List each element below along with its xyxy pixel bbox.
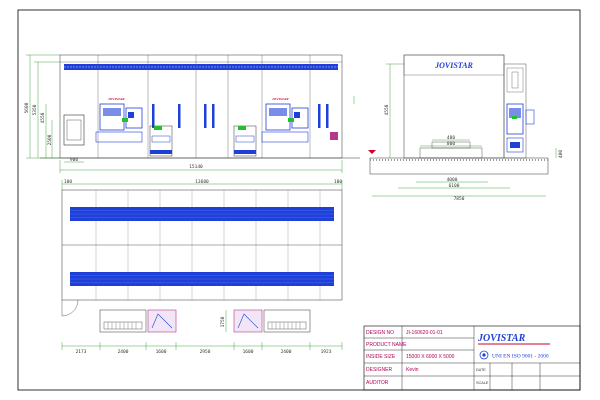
front-dim-door: 900: [70, 157, 78, 163]
side-foundation: [369, 157, 549, 175]
plan-dim-bottom-2: 2400: [118, 349, 129, 355]
plan-equipment: [99, 309, 311, 333]
side-dim-inner-1: 480: [447, 135, 455, 141]
label-auditor: AUDITOR: [366, 380, 389, 386]
front-view: JOVISTAR JOVISTAR 15140 5600 5350 4550 2…: [24, 54, 360, 173]
side-dim-inner-2: 800: [447, 141, 455, 147]
plan-dim-left-offset: 100: [64, 179, 72, 185]
plan-dim-bottom-3: 1600: [156, 349, 167, 355]
side-view: JOVISTAR 4550 480 800 4000 61: [368, 54, 564, 202]
label-design-no: DESIGN NO: [366, 330, 394, 336]
side-dim-height: 4550: [384, 104, 390, 115]
iso-text: UNI EN ISO 9001 - 2000: [492, 354, 549, 360]
front-dim-height-4: 2500: [47, 134, 53, 145]
plan-dim-right-offset: 100: [334, 179, 342, 185]
iso-icon: [479, 350, 489, 360]
plan-dim-bottom-1: 2173: [76, 349, 87, 355]
front-dim-height-3: 4550: [40, 112, 46, 123]
plan-dim-bottom-6: 2400: [281, 349, 292, 355]
label-scale: SCALE: [476, 381, 489, 385]
front-dim-length: 15140: [189, 164, 203, 170]
side-brand-text: JOVISTAR: [434, 61, 473, 70]
front-equipment-right: [233, 103, 338, 157]
plan-dim-bottom-5: 1600: [243, 349, 254, 355]
label-designer: DESIGNER: [366, 367, 393, 373]
side-dim-floor: 4000: [447, 177, 458, 183]
value-inside-size: 15000 X 6000 X 5000: [406, 354, 455, 360]
side-dim-pit: 400: [558, 150, 564, 158]
label-inside-size: INSIDE SIZE: [366, 354, 396, 360]
sheet-border: [17, 9, 581, 391]
front-door: [63, 114, 85, 146]
front-dim-height-2: 5350: [32, 104, 38, 115]
front-brand-text-2: JOVISTAR: [272, 97, 289, 101]
plan-dim-height: 1750: [220, 316, 226, 327]
title-block: DESIGN NO PRODUCT NAME INSIDE SIZE DESIG…: [363, 325, 581, 391]
front-cabin-outline: [59, 54, 343, 159]
plan-view: 13600 100 100 2173 2400 1600 2950 1600 2…: [61, 179, 342, 355]
plan-dim-length: 13600: [195, 179, 209, 185]
plan-door-swing: [61, 299, 79, 317]
label-date: DATE: [476, 368, 486, 372]
value-designer: Kevin: [406, 367, 419, 373]
label-product-name: PRODUCT NAME: [366, 342, 407, 348]
value-design-no: JI-160620-01-01: [406, 330, 443, 336]
plan-dim-bottom-7: 1923: [321, 349, 332, 355]
plan-dim-bottom-4: 2950: [200, 349, 211, 355]
side-dim-overall: 7850: [454, 196, 465, 202]
title-brand-logo: JOVISTAR: [477, 333, 526, 344]
front-equipment-left: [95, 103, 173, 157]
front-brand-text: JOVISTAR: [108, 97, 125, 101]
front-dim-height-1: 5600: [24, 102, 30, 113]
side-dim-base: 6100: [449, 183, 460, 189]
